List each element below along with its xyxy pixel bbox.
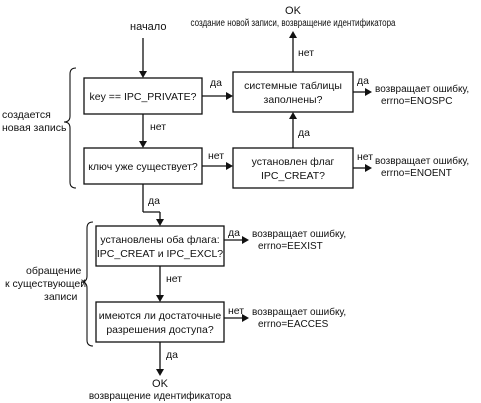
arrow-exists-to-both (156, 219, 164, 226)
label-no-tables: нет (298, 47, 314, 59)
arrow-both-to-eexist (242, 236, 249, 244)
arrow-private-to-exists (139, 141, 147, 148)
arrow-both-to-perm (156, 295, 164, 302)
label-yes-tables: да (357, 75, 369, 87)
label-yes-private: да (210, 77, 222, 89)
ok-bottom-desc: возвращение идентификатора (89, 390, 232, 402)
box-both-flags-line1: установлены оба флага: (100, 234, 219, 246)
error-eexist-line1: возвращает ошибку, (252, 228, 346, 240)
arrow-exists-to-creat (226, 162, 233, 170)
box-tables-full-line1: системные таблицы (244, 80, 342, 92)
error-eacces-line2: errno=EACCES (258, 319, 329, 330)
arrow-creat-to-enoent (365, 164, 372, 172)
group-access-line1: обращение (26, 265, 82, 277)
error-enospc-line1: возвращает ошибку, (375, 83, 469, 95)
arrow-perm-to-ok (156, 369, 164, 376)
box-creat-flag-line1: установлен флаг (252, 156, 335, 168)
ok-top-label: OK (285, 5, 302, 17)
arrow-tables-to-ok (289, 31, 297, 38)
arrow-perm-to-eacces (242, 314, 249, 322)
arrow-creat-to-tables (289, 112, 297, 119)
group-access-line2: к существующей (5, 278, 86, 290)
label-no-perm: нет (228, 305, 244, 317)
arrow-start-to-private (139, 71, 147, 78)
error-enoent-line1: возвращает ошибку, (375, 155, 469, 167)
arrow-private-to-tables (226, 92, 233, 100)
error-enoent-line2: errno=ENOENT (381, 168, 452, 179)
group-access-line3: записи (44, 291, 77, 303)
box-tables-full (232, 71, 354, 113)
box-creat-flag-line2: IPC_CREAT? (261, 170, 325, 182)
label-yes-creat: да (298, 127, 310, 139)
box-permissions-line2: разрешения доступа? (106, 324, 214, 336)
start-label: начало (130, 21, 166, 33)
box-key-exists-text: ключ уже существует? (88, 161, 198, 173)
box-both-flags-line2: IPC_CREAT и IPC_EXCL? (97, 248, 223, 260)
ok-top-desc: создание новой записи, возвращение идент… (191, 17, 396, 29)
label-no-private: нет (150, 121, 166, 133)
box-tables-full-line2: заполнены? (264, 94, 323, 106)
group-create-line2: новая запись (2, 122, 67, 134)
label-yes-perm: да (166, 349, 178, 361)
box-permissions (95, 301, 225, 343)
error-eexist-line2: errno=EEXIST (258, 241, 323, 252)
ok-bottom-label: OK (152, 378, 169, 390)
label-yes-both: да (228, 227, 240, 239)
arrow-tables-to-enospc (365, 88, 372, 96)
label-no-creat: нет (357, 151, 373, 163)
box-both-flags (95, 225, 225, 267)
group-create-line1: создается (2, 109, 51, 121)
box-key-private-text: key == IPC_PRIVATE? (90, 91, 197, 103)
label-no-exists: нет (208, 150, 224, 162)
box-permissions-line1: имеются ли достаточные (99, 310, 222, 322)
error-eacces-line1: возвращает ошибку, (252, 306, 346, 318)
box-creat-flag (232, 147, 354, 189)
label-yes-exists: да (148, 195, 160, 207)
brace-create (63, 67, 77, 189)
brace-access (80, 221, 94, 347)
error-enospc-line2: errno=ENOSPC (381, 96, 452, 107)
label-no-both: нет (166, 273, 182, 285)
